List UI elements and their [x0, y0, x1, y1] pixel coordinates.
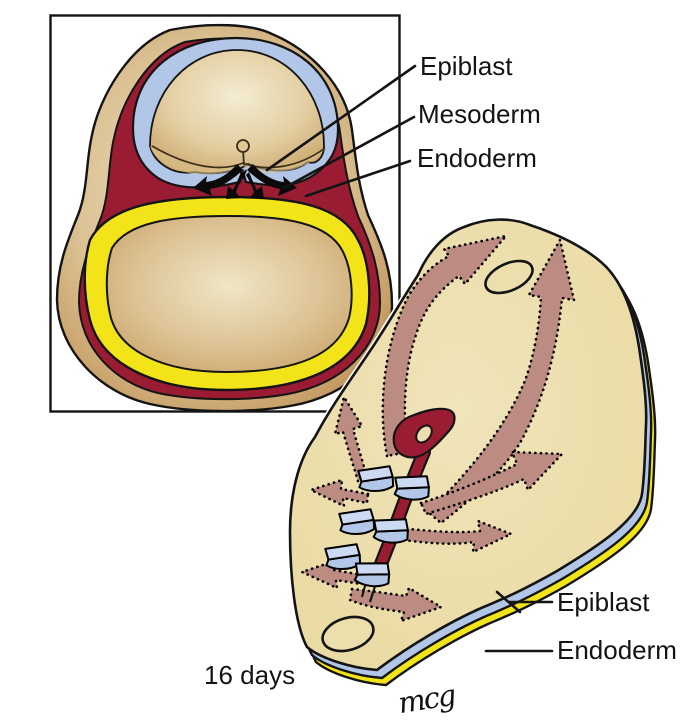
label-endoderm-top: Endoderm — [417, 143, 537, 173]
stalk-knob — [236, 139, 250, 153]
migration-arrow-cranial-left — [381, 234, 508, 458]
cross-section-figure — [49, 14, 417, 413]
cloacal-membrane-ellipse — [321, 615, 375, 653]
label-endoderm-bottom: Endoderm — [557, 635, 677, 665]
leader-endoderm-top — [304, 159, 412, 198]
leader-mesoderm — [282, 115, 416, 190]
mesoderm-arrow-left-inner — [226, 172, 244, 199]
primitive-pit — [415, 424, 433, 444]
migration-arrow-cranial-right — [426, 238, 576, 525]
prechordal-plate-ellipse — [484, 259, 534, 295]
migration-arrow-lateral-left-upper — [309, 478, 370, 508]
caption-16-days: 16 days — [204, 660, 296, 690]
leader-epiblast-top — [265, 64, 417, 172]
mesoderm-arrow-right-inner — [246, 172, 264, 199]
embryonic-disc-figure — [283, 216, 661, 688]
leader-epiblast-tick — [495, 590, 522, 614]
migration-arrow-lateral-right-lower — [393, 519, 513, 554]
yolk-sac-cavity — [105, 214, 353, 374]
migration-arrow-lateral-right-upper — [419, 450, 564, 516]
label-epiblast-top: Epiblast — [420, 51, 513, 81]
label-epiblast-bottom: Epiblast — [557, 587, 650, 617]
label-mesoderm: Mesoderm — [418, 99, 541, 129]
mesoderm-arrow-left-outer — [193, 164, 243, 196]
migration-arrow-lateral-left-lower — [300, 559, 364, 590]
migration-arrow-up-left — [333, 395, 369, 483]
